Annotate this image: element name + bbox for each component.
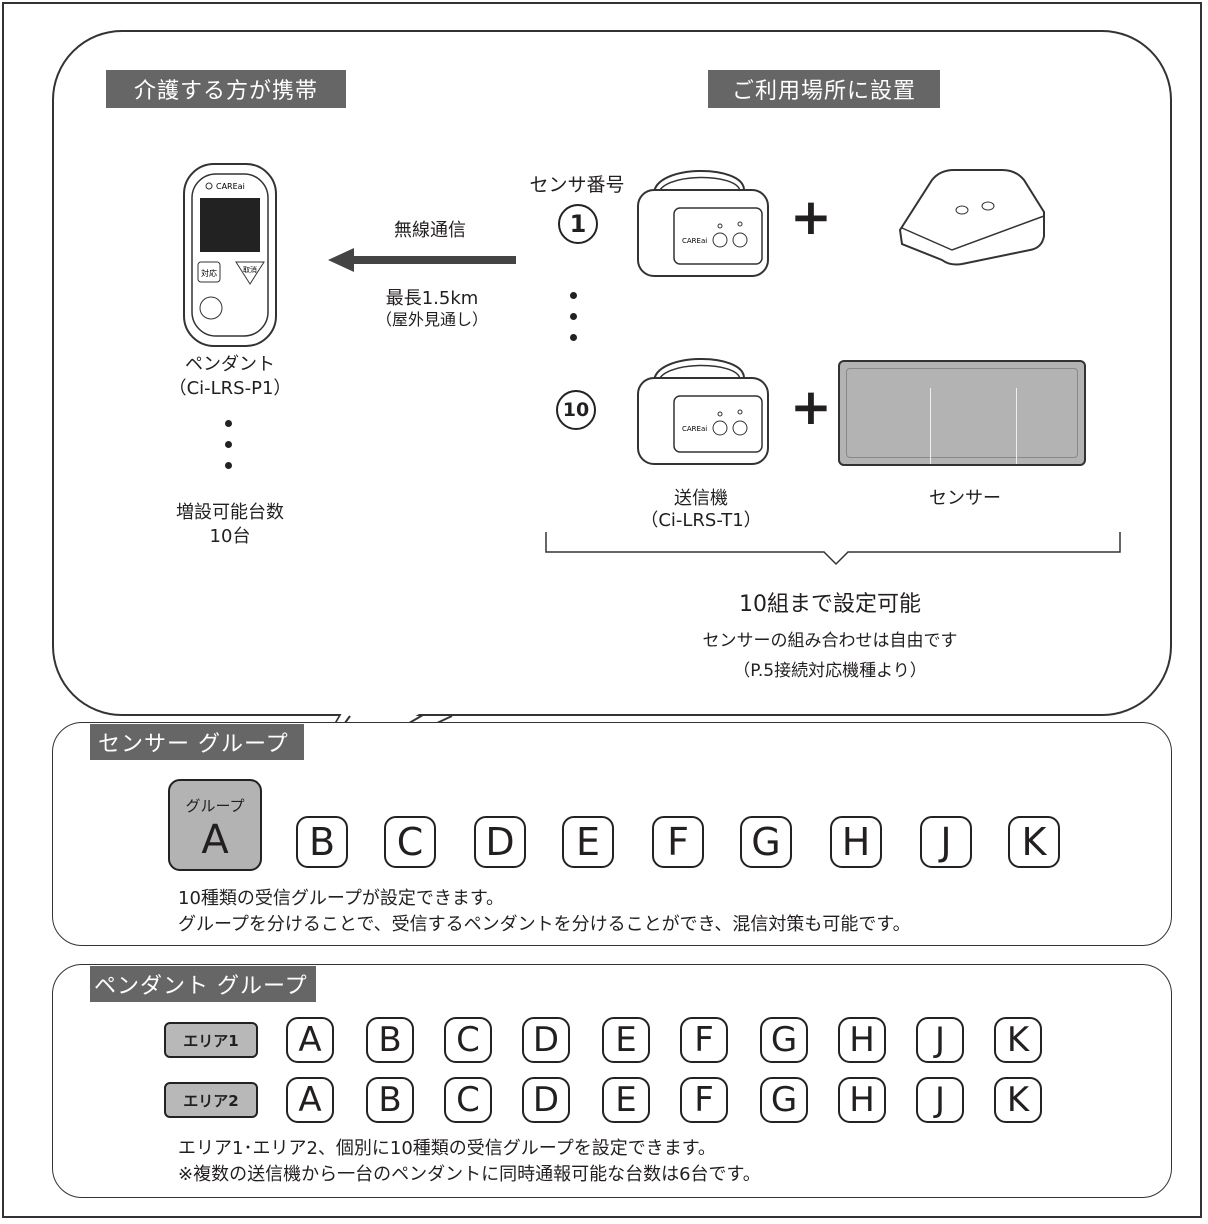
sensor-group-H[interactable]: H (830, 816, 882, 868)
area1-group-J[interactable]: J (916, 1017, 964, 1063)
wireless-arrow-icon (328, 248, 516, 272)
area1-group-F[interactable]: F (680, 1017, 728, 1063)
area1-group-C[interactable]: C (444, 1017, 492, 1063)
sensor-group-K[interactable]: K (1008, 816, 1060, 868)
mat-sensor-icon (838, 360, 1086, 466)
range-note: （屋外見通し） (375, 310, 488, 329)
area2-group-J[interactable]: J (916, 1077, 964, 1123)
pendant-name: ペンダント (185, 354, 275, 375)
sensor-group-F[interactable]: F (652, 816, 704, 868)
transmitter-device-icon: CAREai (637, 170, 769, 277)
area1-group-H[interactable]: H (838, 1017, 886, 1063)
area1-group-B[interactable]: B (366, 1017, 414, 1063)
sensor-group-header: センサー グループ (90, 724, 304, 760)
area2-group-D[interactable]: D (522, 1077, 570, 1123)
transmitter-device-icon: CAREai (637, 358, 769, 465)
sensor-group-desc-2: グループを分けることで、受信するペンダントを分けることができ、混信対策も可能です… (178, 914, 911, 935)
sensor-number-1: 1 (558, 204, 598, 244)
sensor-number-10: 10 (556, 390, 596, 430)
group-small-label: グループ (185, 797, 245, 815)
sensor-group-D[interactable]: D (474, 816, 526, 868)
area2-group-B[interactable]: B (366, 1077, 414, 1123)
area1-group-D[interactable]: D (522, 1017, 570, 1063)
transmitter-model: （Ci-LRS-T1） (640, 510, 762, 531)
area2-group-C[interactable]: C (444, 1077, 492, 1123)
dot (570, 313, 577, 320)
dot (225, 462, 232, 469)
carrier-header: 介護する方が携帯 (106, 70, 346, 108)
area1-group-E[interactable]: E (602, 1017, 650, 1063)
area1-label: エリア1 (164, 1022, 258, 1058)
sensor-group-desc-1: 10種類の受信グループが設定できます。 (178, 888, 505, 909)
transmitter-name: 送信機 (674, 488, 728, 509)
wireless-label: 無線通信 (394, 220, 466, 241)
sensor-group-G[interactable]: G (740, 816, 792, 868)
area2-group-F[interactable]: F (680, 1077, 728, 1123)
area2-label: エリア2 (164, 1082, 258, 1118)
install-header: ご利用場所に設置 (708, 70, 940, 108)
pendant-btn-cancel: 取消 (243, 265, 257, 274)
pendant-btn-response: 対応 (201, 268, 217, 278)
area1-group-A[interactable]: A (286, 1017, 334, 1063)
pendant-group-desc-1: エリア1･エリア2、個別に10種類の受信グループを設定できます。 (178, 1138, 716, 1159)
area2-group-A[interactable]: A (286, 1077, 334, 1123)
area2-group-H[interactable]: H (838, 1077, 886, 1123)
svg-text:CAREai: CAREai (682, 237, 707, 245)
set-line3: （P.5接続対応機種より） (733, 661, 927, 681)
plus-sign: + (790, 378, 832, 436)
area2-group-E[interactable]: E (602, 1077, 650, 1123)
sensor-group-B[interactable]: B (296, 816, 348, 868)
set-bracket (545, 532, 1121, 566)
floor-sensor-device-icon (898, 169, 1045, 266)
dot (225, 420, 232, 427)
pendant-brand: CAREai (216, 182, 245, 191)
sensor-group-E[interactable]: E (562, 816, 614, 868)
sensor-name: センサー (929, 488, 1001, 509)
dot (570, 292, 577, 299)
area1-group-K[interactable]: K (994, 1017, 1042, 1063)
plus-sign: + (790, 188, 832, 246)
group-letter: A (201, 817, 229, 863)
set-title: 10組まで設定可能 (739, 592, 921, 617)
pendant-device-icon: CAREai 対応 取消 (183, 163, 277, 347)
dot (225, 441, 232, 448)
dot (570, 334, 577, 341)
pendant-expand-line1: 増設可能台数 (176, 502, 284, 523)
sensor-group-J[interactable]: J (920, 816, 972, 868)
area1-group-G[interactable]: G (760, 1017, 808, 1063)
area2-group-G[interactable]: G (760, 1077, 808, 1123)
range-label: 最長1.5km (385, 288, 479, 309)
area2-group-K[interactable]: K (994, 1077, 1042, 1123)
sensor-number-label: センサ番号 (529, 174, 625, 196)
svg-text:CAREai: CAREai (682, 425, 707, 433)
selected-group-A[interactable]: グループ A (168, 779, 262, 871)
pendant-group-header: ペンダント グループ (90, 966, 316, 1002)
set-line2: センサーの組み合わせは自由です (702, 631, 958, 651)
pendant-group-desc-2: ※複数の送信機から一台のペンダントに同時通報可能な台数は6台です。 (178, 1164, 761, 1185)
pendant-model: （Ci-LRS-P1） (168, 378, 292, 399)
pendant-expand-line2: 10台 (209, 526, 251, 547)
sensor-group-C[interactable]: C (384, 816, 436, 868)
